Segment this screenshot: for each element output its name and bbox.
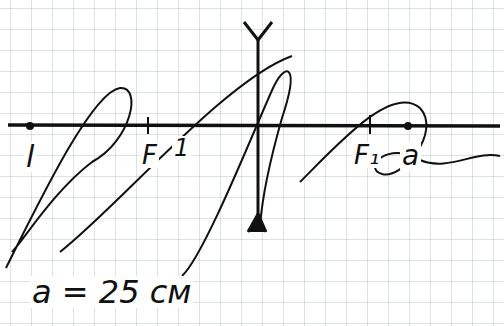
axis-label: F: [140, 142, 159, 168]
scribble: [6, 88, 131, 268]
scribble: [60, 56, 292, 252]
axis-label: a = 25 см: [30, 276, 193, 308]
axis-label: l: [24, 142, 36, 172]
axis-label: F₁: [352, 142, 381, 168]
axis-label: a: [400, 142, 421, 170]
scribble: [182, 71, 291, 276]
focus-tick: [147, 117, 149, 134]
scribble: [300, 102, 500, 182]
object-point: [26, 122, 34, 130]
diverging-lens: [257, 38, 260, 228]
lens-arrow: [248, 214, 266, 232]
axis-label: 1: [172, 136, 191, 160]
image-point: [404, 122, 412, 130]
lens-arrow: [244, 22, 272, 40]
